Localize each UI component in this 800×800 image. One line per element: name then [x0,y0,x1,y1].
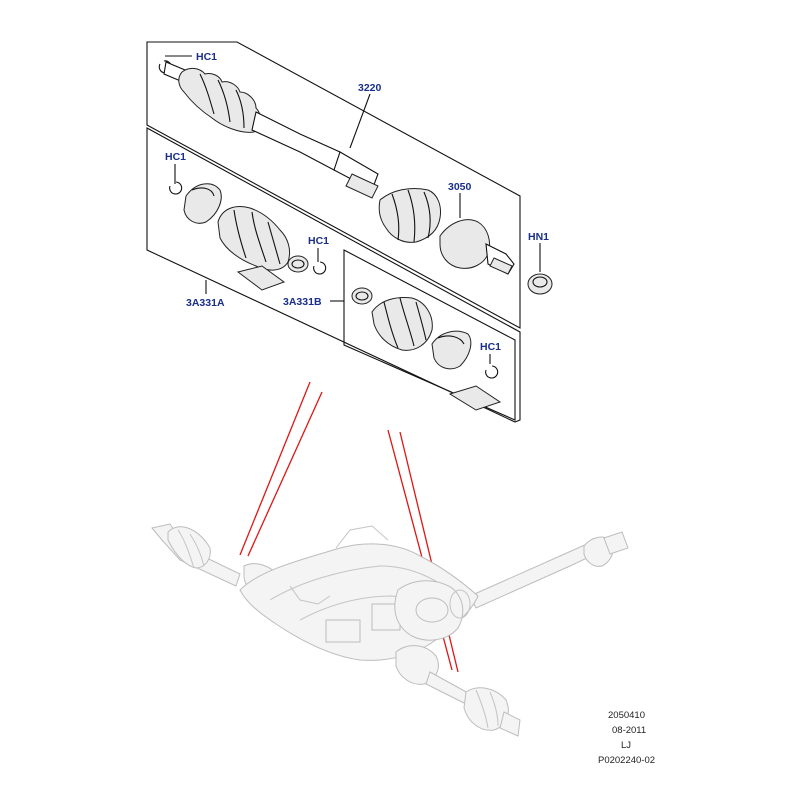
ref-drawing-number: P0202240-02 [598,755,655,766]
callout-3a331b: 3A331B [283,296,322,308]
callout-hc1-mid: HC1 [308,235,329,247]
callout-hn1: HN1 [528,231,549,243]
ref-date: 08-2011 [612,725,646,736]
outer-boot-b [371,297,433,351]
clamp-ring-a [287,255,309,273]
callout-3050: 3050 [448,181,472,193]
callout-3220: 3220 [358,82,382,94]
grease-sachet-a [236,265,286,291]
callout-hc1-left: HC1 [165,151,186,163]
inner-boot-a [217,206,291,271]
grease-sachet-b [448,385,502,411]
clamp-ring-b [351,287,373,305]
ref-code: 2050410 [608,710,645,721]
callout-hc1-top: HC1 [196,51,217,63]
panel-kit-3a331a [146,127,521,423]
ref-initials: LJ [621,740,631,751]
driveshaft-3220 [158,60,379,199]
boot-clamp-large-b [431,330,472,370]
outer-boot [378,187,441,243]
panel-kit-3a331b [343,249,516,421]
cv-joint-3050 [439,219,515,275]
callout-hc1-right: HC1 [480,341,501,353]
nut-hn1 [527,273,553,295]
circlip-hc1-left [169,181,183,195]
boot-clamp-large-a [183,183,222,224]
panel-driveshaft-assembly [146,41,521,329]
callout-3a331a: 3A331A [186,297,225,309]
reference-block: 2050410 08-2011 LJ P0202240-02 [598,710,655,766]
circlip-hc1-right [485,365,499,379]
ghost-rear-axle-assembly [151,523,629,737]
circlip-hc1-mid [313,261,327,275]
